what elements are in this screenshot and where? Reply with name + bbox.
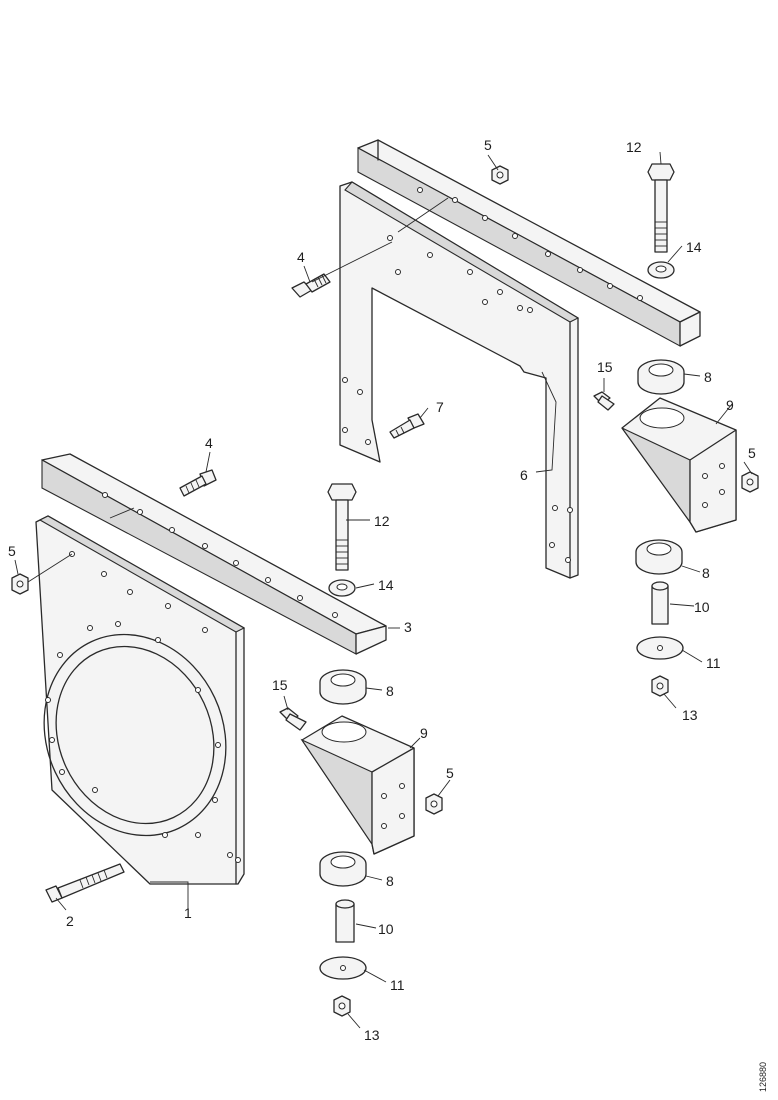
callout-13-upper-nut: 13 bbox=[682, 707, 698, 723]
callout-5-upper-bracket-nut: 5 bbox=[748, 445, 756, 461]
callout-4-lower-bolt: 4 bbox=[205, 435, 213, 451]
callout-15-upper-bolt: 15 bbox=[597, 359, 613, 375]
lower-rubber-mount-top-part bbox=[319, 669, 367, 705]
callout-11-upper-washer: 11 bbox=[706, 655, 721, 671]
callout-12-upper-bolt: 12 bbox=[626, 139, 642, 155]
lower-washer-part bbox=[328, 579, 356, 597]
upper-short-bolt-part bbox=[593, 391, 615, 411]
callout-8-upper-mount: 8 bbox=[704, 369, 712, 385]
callout-3-rail: 3 bbox=[404, 619, 412, 635]
lower-sleeve-part bbox=[335, 899, 355, 943]
lower-long-bolt-part bbox=[327, 483, 357, 571]
lower-mounting-plate-part bbox=[35, 515, 246, 885]
callout-5-lower-bracket-nut: 5 bbox=[446, 765, 454, 781]
lower-bolt-part bbox=[179, 469, 217, 497]
callout-1-plate: 1 bbox=[184, 905, 192, 921]
long-diagonal-bolt-part bbox=[45, 863, 125, 903]
callout-8-lower-mount: 8 bbox=[386, 683, 394, 699]
callout-5-lower-left-nut: 5 bbox=[8, 543, 16, 559]
upper-large-washer-part bbox=[636, 636, 684, 660]
callout-10-lower-sleeve: 10 bbox=[378, 921, 394, 937]
reference-code: 126880 bbox=[758, 1062, 768, 1092]
callout-14-upper-washer: 14 bbox=[686, 239, 702, 255]
callout-2-long-bolt: 2 bbox=[66, 913, 74, 929]
small-bolt-part bbox=[389, 413, 425, 439]
upper-nut-part bbox=[491, 165, 509, 185]
lower-rubber-mount-bottom-part bbox=[319, 851, 367, 887]
callout-6-frame: 6 bbox=[520, 467, 528, 483]
callout-14-lower-washer: 14 bbox=[378, 577, 394, 593]
callout-9-lower-bracket: 9 bbox=[420, 725, 428, 741]
lower-lock-nut-part bbox=[333, 995, 351, 1017]
callout-10-upper-sleeve: 10 bbox=[694, 599, 710, 615]
upper-bracket-nut-part bbox=[741, 471, 759, 493]
callout-6-lower-mount-bottom: 8 bbox=[386, 873, 394, 889]
upper-long-bolt-part bbox=[647, 163, 675, 253]
callout-9-upper-bracket: 9 bbox=[726, 397, 734, 413]
callout-15-lower-bolt: 15 bbox=[272, 677, 288, 693]
leader-lines bbox=[14, 151, 753, 1029]
lower-large-washer-part bbox=[319, 956, 367, 980]
callout-13-lower-nut: 13 bbox=[364, 1027, 380, 1043]
upper-bracket-part bbox=[621, 397, 737, 533]
lower-left-nut-part bbox=[11, 573, 29, 595]
upper-washer-part bbox=[647, 261, 675, 279]
lower-bracket-part bbox=[300, 715, 415, 855]
upper-rubber-mount-bottom-part bbox=[635, 539, 683, 575]
upper-frame-plate-part bbox=[339, 181, 580, 579]
lower-short-bolt-part bbox=[279, 707, 307, 731]
upper-lock-nut-part bbox=[651, 675, 669, 697]
upper-bolt-part bbox=[291, 273, 331, 298]
upper-rubber-mount-top-part bbox=[637, 359, 685, 395]
callout-labels: 5 12 14 4 15 8 7 9 5 6 8 10 11 13 4 5 12… bbox=[8, 137, 756, 1043]
callout-8-upper-mount-bottom: 8 bbox=[702, 565, 710, 581]
callout-11-lower-washer: 11 bbox=[390, 977, 405, 993]
lower-rail-part bbox=[41, 453, 387, 655]
callout-7-bolt: 7 bbox=[436, 399, 444, 415]
upper-sleeve-part bbox=[651, 581, 669, 625]
upper-rail-part bbox=[357, 139, 701, 347]
callout-4-upper-bolt: 4 bbox=[297, 249, 305, 265]
callout-5-upper-nut: 5 bbox=[484, 137, 492, 153]
lower-bracket-nut-part bbox=[425, 793, 443, 815]
callout-12-lower-bolt: 12 bbox=[374, 513, 390, 529]
